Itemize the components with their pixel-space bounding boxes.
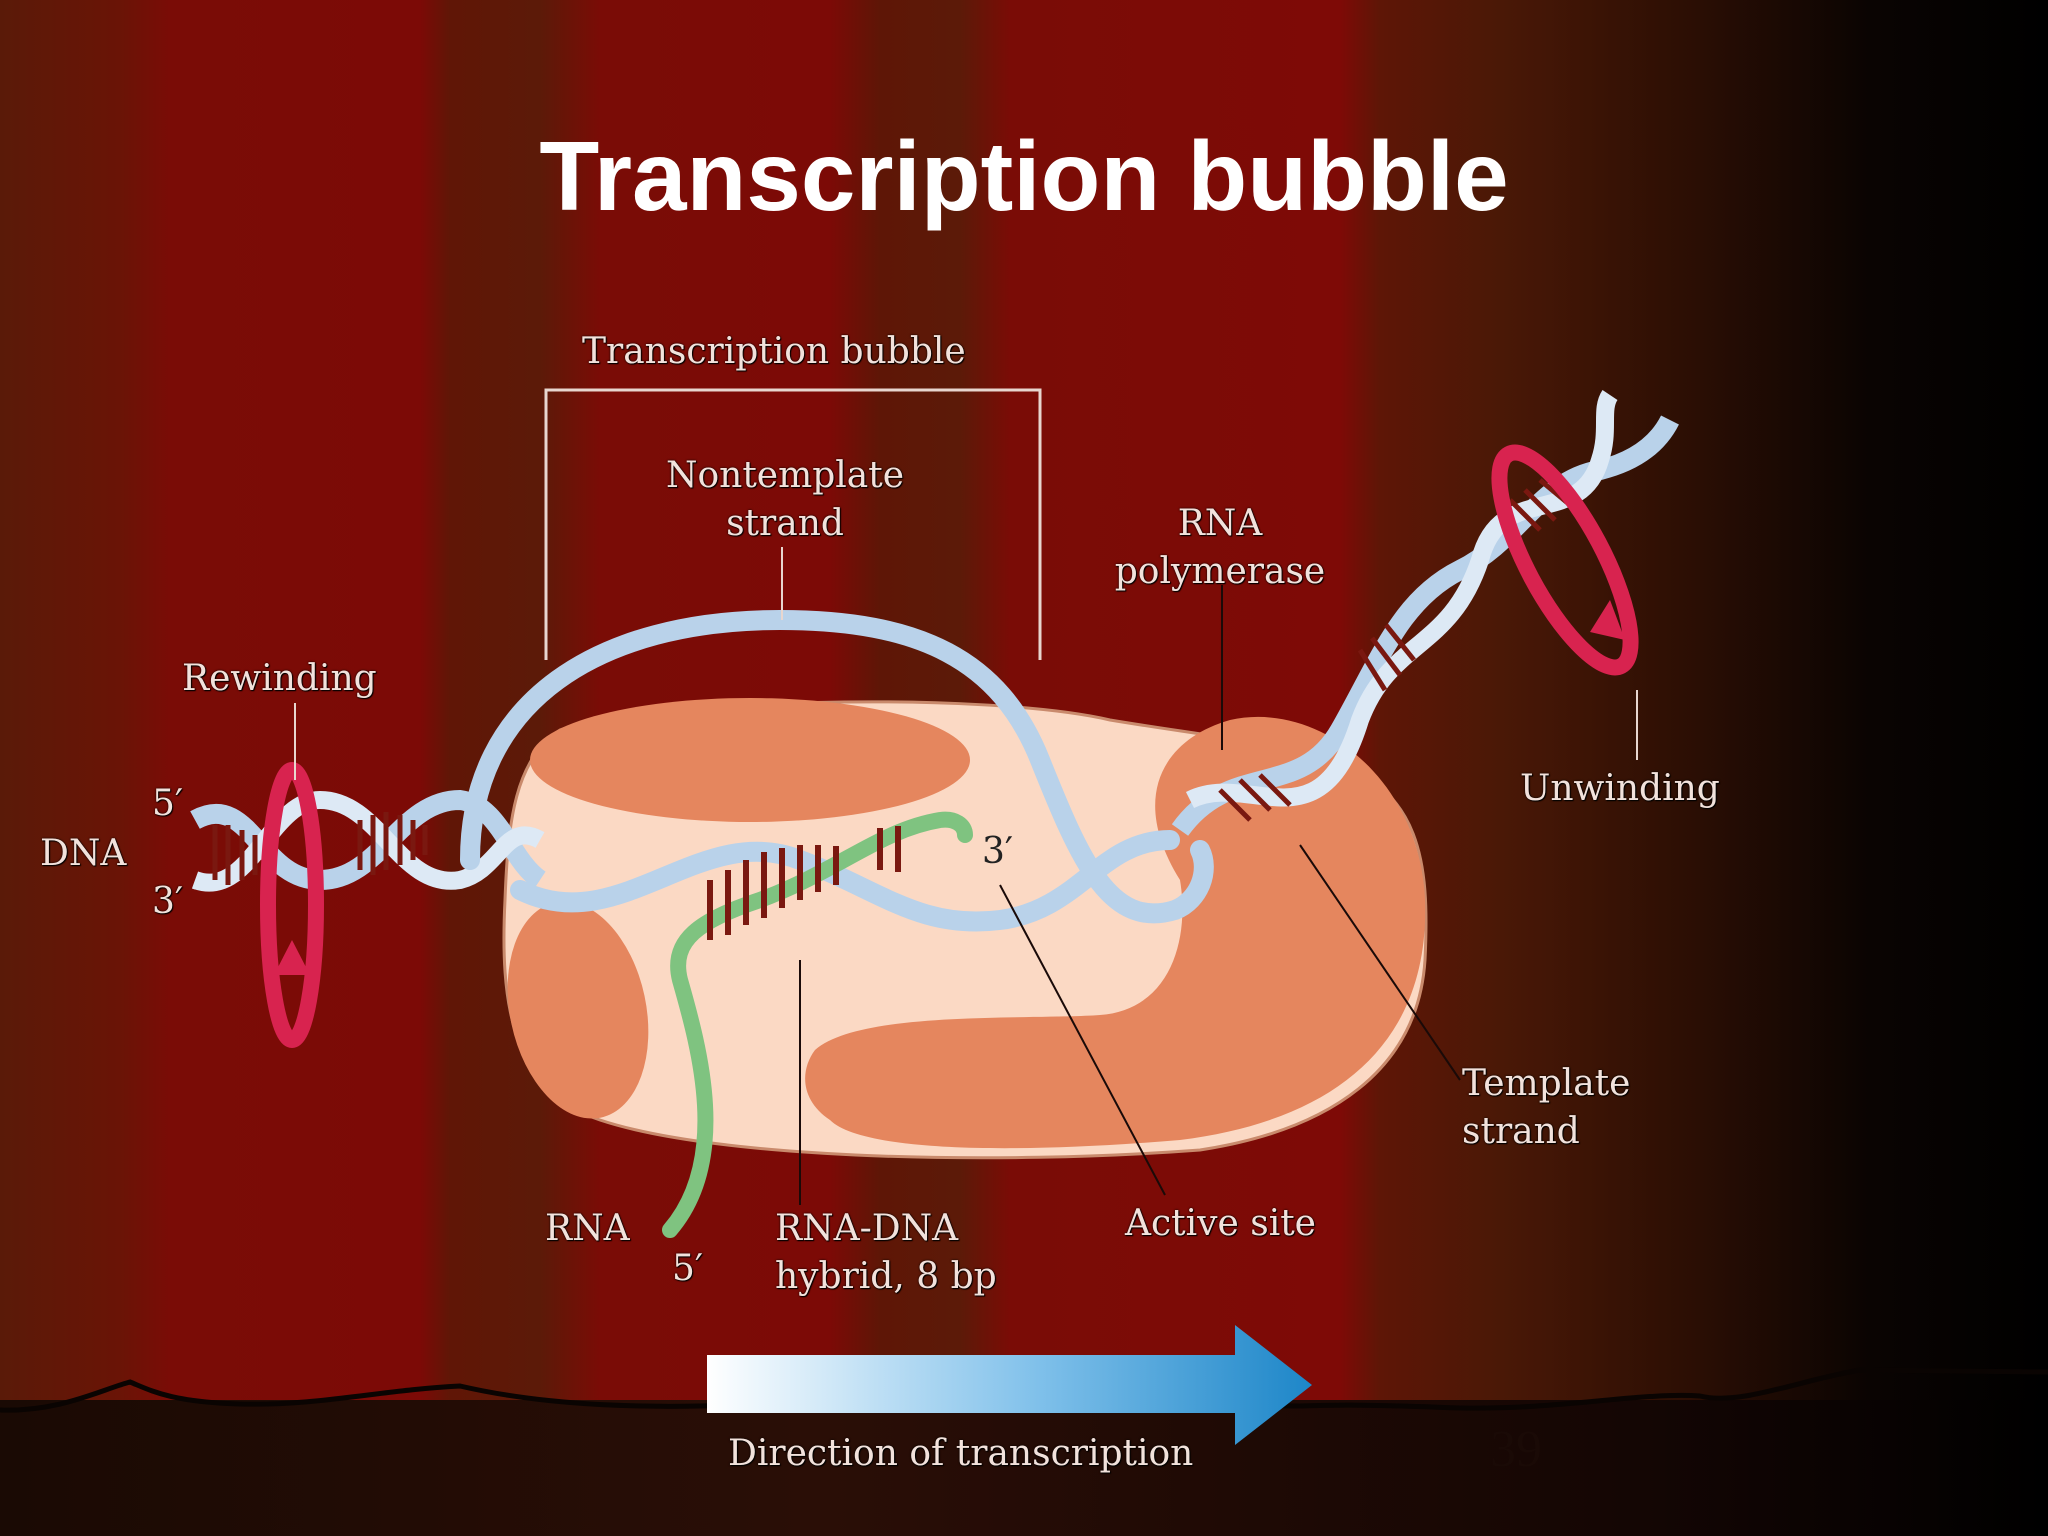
polymerase-lobe-left bbox=[507, 901, 649, 1119]
active-site-label: Active site bbox=[1125, 1203, 1316, 1244]
rna-strand bbox=[662, 811, 973, 1238]
rna-label: RNA bbox=[545, 1208, 630, 1249]
rna-polymerase-label: RNA polymerase bbox=[1090, 500, 1350, 596]
page-number: 39 bbox=[1490, 1421, 1542, 1478]
polymerase-lobe-bottom-right bbox=[805, 716, 1426, 1149]
template-strand-label-line1: Template bbox=[1462, 1063, 1631, 1104]
stage-floor bbox=[0, 1400, 2048, 1536]
template-strand-label-line2: strand bbox=[1462, 1111, 1580, 1152]
dna-3-prime-label: 3′ bbox=[152, 881, 184, 922]
slide-title: Transcription bubble bbox=[539, 121, 1509, 231]
template-strand-label: Template strand bbox=[1462, 1060, 1630, 1156]
rewinding-arrow bbox=[260, 762, 324, 1048]
bubble-bracket bbox=[544, 388, 1042, 660]
nontemplate-strand bbox=[460, 609, 1214, 924]
dna-helix-right bbox=[1171, 390, 1679, 837]
unwinding-label: Unwinding bbox=[1520, 768, 1720, 809]
dna-5-prime-label: 5′ bbox=[152, 783, 184, 824]
rna-polymerase-label-line2: polymerase bbox=[1114, 551, 1326, 592]
rewinding-label: Rewinding bbox=[182, 658, 377, 699]
rna-5-prime-label: 5′ bbox=[672, 1248, 704, 1289]
nontemplate-strand-label: Nontemplate strand bbox=[640, 452, 930, 548]
nontemplate-strand-label-line1: Nontemplate bbox=[665, 455, 905, 496]
polymerase-lobe-top bbox=[530, 698, 970, 822]
dna-label: DNA bbox=[40, 833, 127, 874]
direction-label: Direction of transcription bbox=[728, 1433, 1194, 1474]
leader-lines bbox=[294, 547, 1638, 1205]
hybrid-base-pairs bbox=[707, 826, 901, 940]
rna-polymerase-label-line1: RNA bbox=[1177, 503, 1263, 544]
bracket-label: Transcription bubble bbox=[582, 331, 966, 372]
rna-dna-hybrid-label-line1: RNA-DNA bbox=[775, 1208, 959, 1249]
dna-helix-left bbox=[190, 789, 547, 892]
rna-3-prime-label: 3′ bbox=[982, 831, 1014, 872]
rna-dna-hybrid-label-line2: hybrid, 8 bp bbox=[775, 1256, 997, 1297]
unwinding-arrow bbox=[1491, 444, 1639, 676]
rna-dna-hybrid-label: RNA-DNA hybrid, 8 bp bbox=[775, 1205, 997, 1301]
direction-arrow bbox=[707, 1325, 1312, 1445]
template-strand bbox=[510, 830, 1180, 932]
nontemplate-strand-label-line2: strand bbox=[726, 503, 844, 544]
